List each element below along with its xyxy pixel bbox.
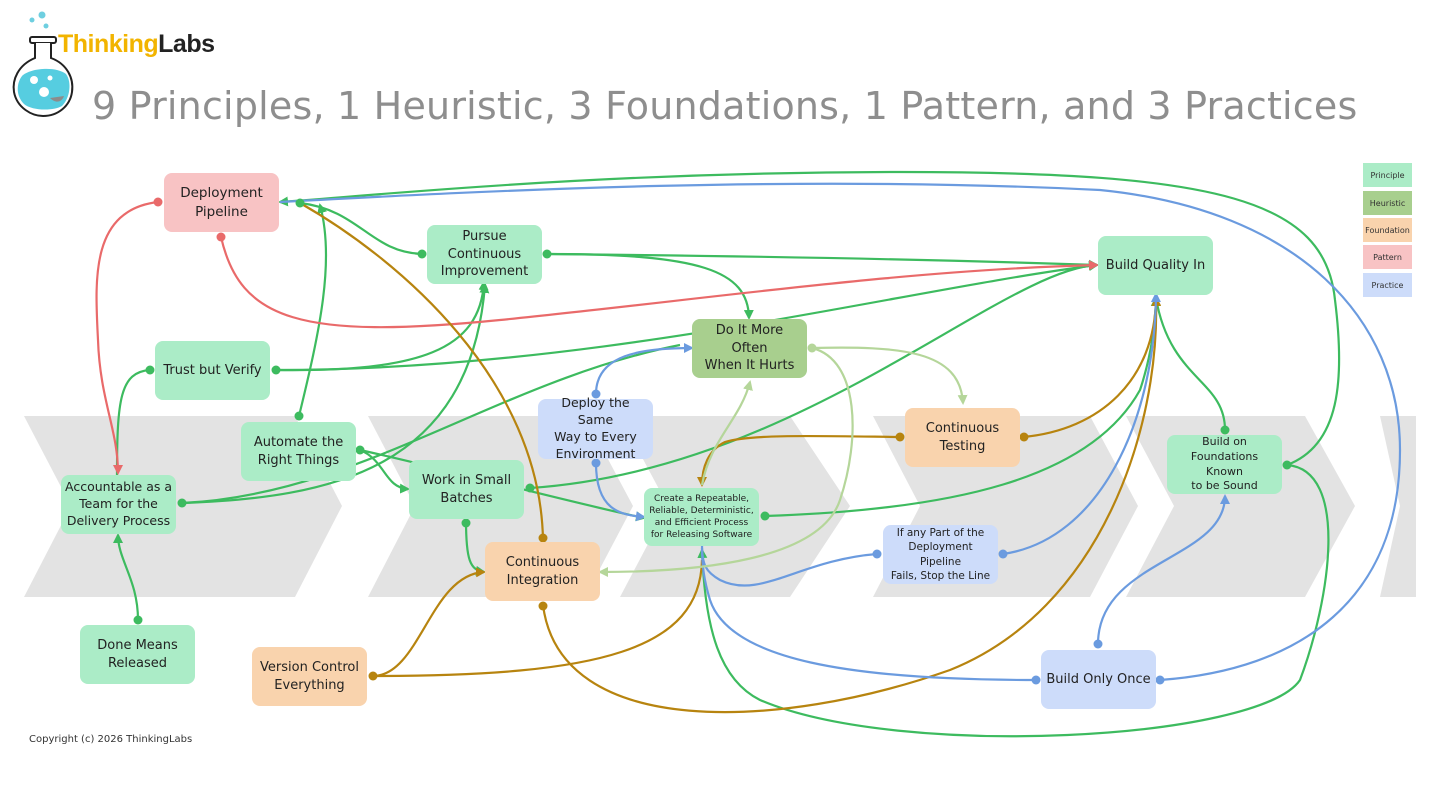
chevron-6 [1380, 416, 1416, 597]
node-trust-but-verify[interactable]: Trust but Verify [155, 341, 270, 400]
node-build-on-foundations[interactable]: Build on Foundations Known to be Sound [1167, 435, 1282, 494]
edge-stopline-to-bqi [1002, 292, 1161, 556]
edge-vce-to-ci [372, 567, 486, 678]
page-title: 9 Principles, 1 Heuristic, 3 Foundations… [92, 84, 1358, 128]
node-continuous-testing[interactable]: Continuous Testing [905, 408, 1020, 467]
edge-bfks-to-repeatable [697, 463, 1330, 738]
edge-wsb-to-bqi [529, 260, 1099, 490]
legend-foundation: Foundation [1363, 218, 1412, 242]
edge-ci-to-bqi [541, 296, 1162, 714]
node-version-control-everything[interactable]: Version Control Everything [252, 647, 367, 706]
node-do-it-more-often[interactable]: Do It More Often When It Hurts [692, 319, 807, 378]
node-automate-right-things[interactable]: Automate the Right Things [241, 422, 356, 481]
edge-pursue-to-domore [546, 252, 754, 320]
node-work-in-small-batches[interactable]: Work in Small Batches [409, 460, 524, 519]
thinkinglabs-logo-icon [12, 11, 74, 118]
edge-endpoints [133, 197, 1292, 685]
edge-repeatable-to-bqi [764, 296, 1161, 518]
node-build-quality-in[interactable]: Build Quality In [1098, 236, 1213, 295]
edge-pipeline-to-pursue [299, 201, 423, 256]
edge-automate-to-pipeline [297, 203, 328, 417]
legend-heuristic: Heuristic [1363, 191, 1412, 215]
edge-done-to-accountable [113, 533, 140, 621]
node-continuous-integration[interactable]: Continuous Integration [485, 542, 600, 601]
brand-thinking: Thinking [58, 30, 159, 58]
edge-bqi-to-bfks [1154, 297, 1227, 431]
edge-pipeline-to-accountable [95, 200, 159, 475]
legend-principle: Principle [1363, 163, 1412, 187]
edge-domore-to-ci [598, 346, 854, 577]
node-pursue-continuous-improvement[interactable]: Pursue Continuous Improvement [427, 225, 542, 284]
edge-buildonce-to-pipeline [279, 182, 1402, 682]
edge-buildonce-to-repeatable [700, 547, 1037, 682]
edge-vce-to-repeatable [372, 559, 704, 678]
edge-accountable-to-bqi [181, 343, 681, 505]
edge-deploysame-to-repeatable [594, 462, 646, 522]
node-stop-the-line[interactable]: If any Part of the Deployment Pipeline F… [883, 525, 998, 584]
edge-deploysame-to-domore [594, 343, 694, 395]
edge-stopline-to-repeatable [700, 544, 878, 587]
edge-automate-to-wsb [359, 448, 410, 494]
legend-practice: Practice [1363, 273, 1412, 297]
edge-pipeline-to-bqi [219, 236, 1099, 329]
node-done-means-released[interactable]: Done Means Released [80, 625, 195, 684]
node-deployment-pipeline[interactable]: Deployment Pipeline [164, 173, 279, 232]
edge-pipeline-to-ci [299, 202, 545, 541]
edge-ct-to-bqi [1022, 297, 1158, 439]
edge-ct-to-repeatable [697, 434, 901, 487]
edge-repeatable-to-domore [700, 380, 753, 486]
node-deploy-same-way[interactable]: Deploy the Same Way to Every Environment [538, 395, 653, 461]
edge-bfks-to-pipeline [278, 170, 1341, 467]
legend-pattern: Pattern [1363, 245, 1412, 269]
edge-buildonce-to-bfks [1096, 494, 1230, 645]
copyright-text: Copyright (c) 2026 ThinkingLabs [29, 734, 193, 745]
edge-pursue-to-bqi [546, 252, 1099, 270]
node-repeatable-process[interactable]: Create a Repeatable, Reliable, Determini… [644, 488, 759, 546]
node-accountable-team[interactable]: Accountable as a Team for the Delivery P… [61, 475, 176, 534]
brand-logo-text: ThinkingLabs [58, 32, 215, 57]
brand-labs: Labs [158, 30, 215, 58]
edge-domore-to-ct [811, 346, 968, 405]
node-build-only-once[interactable]: Build Only Once [1041, 650, 1156, 709]
